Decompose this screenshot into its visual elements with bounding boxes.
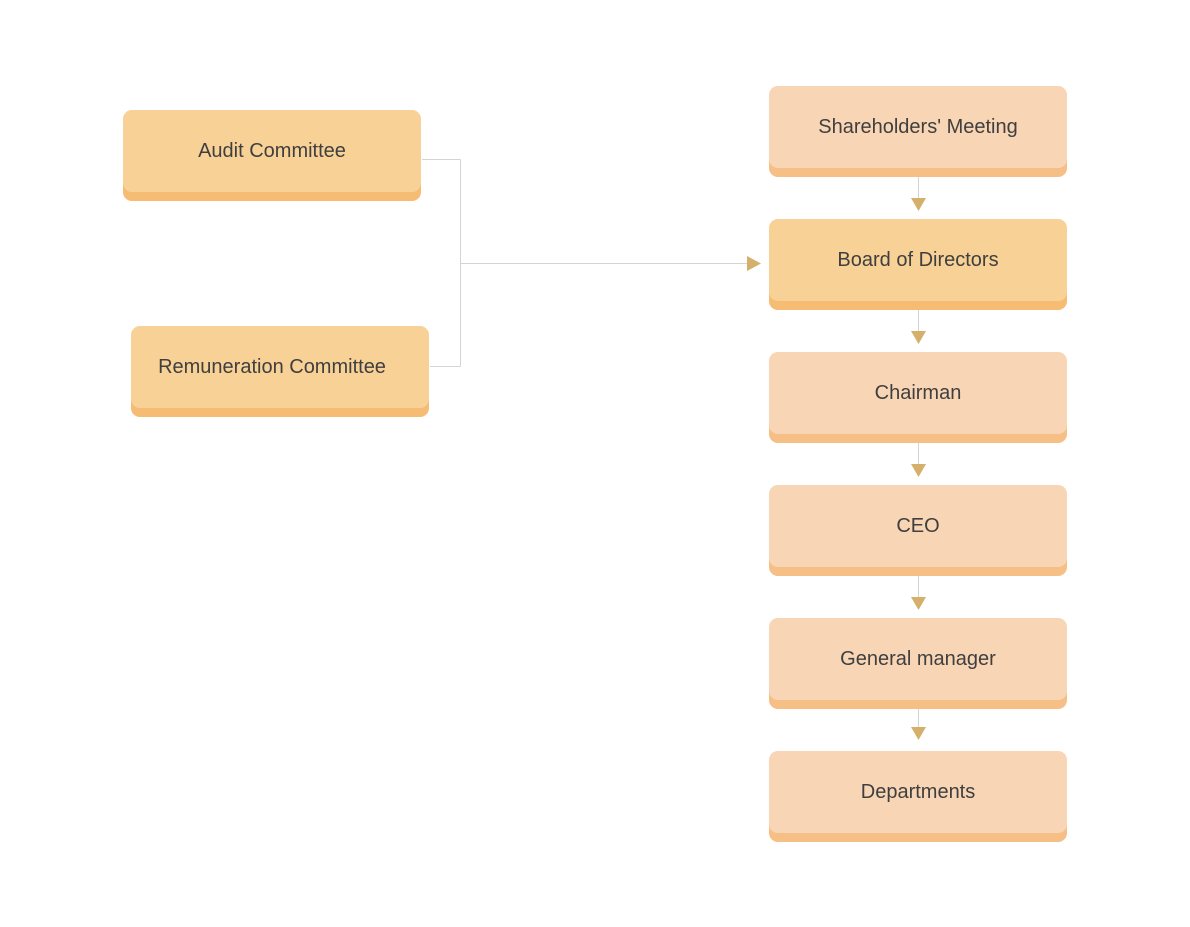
chairman-label: Chairman: [874, 382, 962, 404]
board-arrow-head: [747, 256, 761, 271]
board-of-directors-label: Board of Directors: [837, 249, 999, 271]
audit-committee-node[interactable]: Audit Committee: [123, 110, 421, 192]
arrow-head-chairman: [911, 331, 926, 344]
departments-node[interactable]: Departments: [769, 751, 1067, 833]
shareholders-meeting-node[interactable]: Shareholders' Meeting: [769, 86, 1067, 168]
remuneration-committee-label: Remuneration Committee: [158, 356, 386, 378]
ceo-node[interactable]: CEO: [769, 485, 1067, 567]
shareholders-meeting-label: Shareholders' Meeting: [818, 116, 1018, 138]
audit-committee-label: Audit Committee: [198, 140, 346, 162]
arrow-head-ceo: [911, 464, 926, 477]
arrow-head-departments: [911, 727, 926, 740]
chairman-node[interactable]: Chairman: [769, 352, 1067, 434]
ceo-label: CEO: [896, 515, 940, 537]
departments-label: Departments: [860, 781, 976, 803]
general-manager-node[interactable]: General manager: [769, 618, 1067, 700]
general-manager-label: General manager: [840, 648, 996, 670]
remuneration-committee-node[interactable]: Remuneration Committee: [131, 326, 429, 408]
arrow-head-gm: [911, 597, 926, 610]
committee-bracket-connector: [422, 159, 748, 367]
board-of-directors-node[interactable]: Board of Directors: [769, 219, 1067, 301]
arrow-head-board: [911, 198, 926, 211]
